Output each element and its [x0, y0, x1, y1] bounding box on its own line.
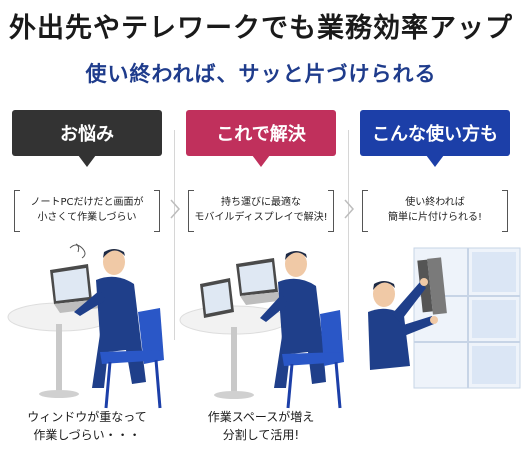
chair-back — [138, 308, 164, 364]
chair-seat — [100, 350, 162, 364]
column-problem: お悩み ノートPCだけだと画面が 小さくて作業しづらい ウィンドウが重なって 作… — [0, 110, 174, 451]
illustration-storing-display — [368, 247, 521, 389]
table-base — [39, 390, 79, 398]
caption-line: 作業しづらい・・・ — [33, 428, 141, 442]
chair-leg — [154, 359, 162, 409]
note-line: 簡単に片付けられる! — [387, 212, 482, 223]
note-solution: 持ち運びに最適な モバイルディスプレイで解決! — [188, 190, 334, 232]
column-divider — [348, 130, 349, 340]
bubble-problem: お悩み — [12, 110, 162, 167]
note-line: 使い終われば — [405, 197, 465, 208]
mobile-display-inner — [203, 282, 231, 314]
illustration-worker-laptop — [7, 243, 164, 409]
shelf-door — [472, 252, 516, 292]
laptop-screen-inner — [53, 268, 89, 301]
head — [373, 281, 395, 307]
caption-line: 作業スペースが増え — [207, 410, 315, 424]
note-usage: 使い終われば 簡単に片付けられる! — [362, 190, 508, 232]
table-leg — [56, 324, 62, 394]
column-divider — [174, 130, 175, 340]
torso — [278, 278, 322, 340]
head — [103, 249, 125, 275]
hair — [373, 281, 395, 290]
caption-problem: ウィンドウが重なって 作業しづらい・・・ — [0, 408, 174, 444]
chair-leg — [334, 361, 342, 409]
chevron-right-icon — [170, 199, 181, 219]
arm — [400, 316, 434, 336]
caption-line: 分割して活用! — [222, 428, 300, 442]
legs — [274, 336, 326, 388]
note-line: 小さくて作業しづらい — [37, 212, 137, 223]
note-line: ノートPCだけだと画面が — [30, 197, 144, 208]
mobile-display-case — [427, 257, 447, 315]
subheadline: 使い終われば、サッと片づけられる — [85, 62, 437, 86]
hair — [103, 249, 125, 258]
laptop-base — [240, 292, 286, 305]
laptop-screen-inner — [239, 262, 275, 293]
shelf-door — [472, 346, 516, 384]
head — [285, 251, 307, 277]
hand — [420, 278, 428, 286]
arm — [74, 290, 106, 316]
shelf-door — [472, 300, 516, 338]
chair-seat — [282, 352, 342, 366]
note-line: 持ち運びに最適な — [221, 197, 301, 208]
illustration-worker-dual-display — [179, 251, 344, 409]
arm — [392, 282, 426, 322]
hair — [285, 251, 307, 260]
chair-leg — [104, 361, 112, 409]
torso — [368, 308, 410, 370]
hand — [430, 316, 438, 324]
note-line: モバイルディスプレイで解決! — [194, 212, 328, 223]
bubble-solution: これで解決 — [186, 110, 336, 167]
chair-leg — [286, 363, 294, 409]
note-problem: ノートPCだけだと画面が 小さくて作業しづらい — [14, 190, 160, 232]
caption-solution: 作業スペースが増え 分割して活用! — [174, 408, 348, 444]
headline: 外出先やテレワークでも業務効率アップ — [9, 13, 513, 44]
column-solution: これで解決 持ち運びに最適な モバイルディスプレイで解決! 作業スペースが増え … — [174, 110, 348, 451]
caption-line: ウィンドウが重なって — [27, 410, 147, 424]
legs — [92, 334, 146, 388]
mobile-display-folded — [417, 259, 433, 313]
torso — [96, 276, 140, 338]
frustration-icon — [69, 243, 86, 259]
table-leg — [231, 327, 237, 395]
table-base — [214, 391, 254, 399]
chevron-right-icon — [344, 199, 355, 219]
column-usage: こんな使い方も 使い終われば 簡単に片付けられる! — [348, 110, 522, 451]
chair-back — [320, 310, 344, 366]
arm — [260, 294, 288, 322]
bubble-usage: こんな使い方も — [360, 110, 510, 167]
